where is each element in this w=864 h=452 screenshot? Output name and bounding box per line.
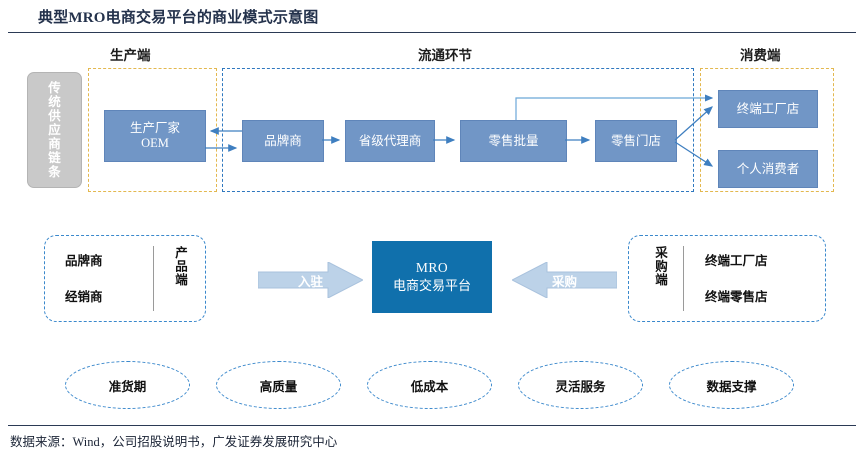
flow-box-wholesale-label: 零售批量 (488, 133, 539, 148)
benefit-ellipse-2[interactable]: 低成本 (367, 361, 492, 409)
flow-box-terminal-factory-store[interactable]: 终端工厂店 (718, 90, 818, 128)
mro-platform-box[interactable]: MRO 电商交易平台 (372, 241, 492, 313)
legacy-supply-chain-bar: 传 统 供 应 商 链 条 (27, 72, 82, 188)
demand-panel-divider (683, 246, 684, 311)
flow-box-brand-label: 品牌商 (264, 133, 302, 148)
footer-divider (8, 425, 856, 426)
legacy-char-6: 条 (48, 165, 61, 179)
flow-box-individual-consumer-label: 个人消费者 (736, 161, 800, 176)
flow-box-provincial-agent-label: 省级代理商 (358, 133, 422, 148)
benefit-label-1: 高质量 (259, 379, 298, 394)
supply-panel-item-dealer: 经销商 (65, 290, 103, 304)
arrow-purchase: 采购 (512, 262, 617, 298)
benefit-ellipse-0[interactable]: 准货期 (65, 361, 190, 409)
arrow-join: 入驻 (258, 262, 363, 298)
flow-box-brand[interactable]: 品牌商 (242, 120, 324, 162)
supply-panel-item-brand: 品牌商 (65, 254, 103, 268)
flow-box-individual-consumer[interactable]: 个人消费者 (718, 150, 818, 188)
flow-box-provincial-agent[interactable]: 省级代理商 (345, 120, 435, 162)
section-heading-production: 生产端 (110, 48, 151, 63)
supply-side-panel: 品牌商 经销商 产品端 (44, 235, 206, 322)
benefit-label-0: 准货期 (108, 379, 147, 394)
flow-box-terminal-factory-store-label: 终端工厂店 (736, 101, 800, 116)
demand-side-panel: 采购端 终端工厂店 终端零售店 (628, 235, 826, 322)
supply-panel-divider (153, 246, 154, 311)
mro-platform-line1: MRO (415, 259, 449, 275)
section-heading-consumption: 消费端 (740, 48, 781, 63)
benefit-ellipse-1[interactable]: 高质量 (216, 361, 341, 409)
flow-box-wholesale[interactable]: 零售批量 (460, 120, 567, 162)
benefit-label-2: 低成本 (410, 379, 449, 394)
legacy-char-5: 链 (48, 151, 61, 165)
supply-panel-side-label: 产品端 (173, 246, 187, 287)
flow-box-oem-line1: 生产厂家 (129, 121, 180, 135)
legacy-char-4: 商 (48, 137, 61, 151)
flow-box-retail-store[interactable]: 零售门店 (595, 120, 677, 162)
benefit-ellipse-3[interactable]: 灵活服务 (518, 361, 643, 409)
legacy-char-1: 统 (48, 95, 61, 109)
benefit-ellipse-4[interactable]: 数据支撑 (669, 361, 794, 409)
legacy-char-2: 供 (48, 109, 61, 123)
title-divider (8, 32, 856, 33)
demand-panel-item-factory-store: 终端工厂店 (705, 254, 768, 268)
demand-panel-side-label: 采购端 (653, 246, 667, 287)
source-note: 数据来源：Wind，公司招股说明书，广发证券发展研究中心 (10, 435, 338, 449)
legacy-char-3: 应 (48, 123, 61, 137)
flow-box-oem[interactable]: 生产厂家 OEM (104, 110, 206, 162)
legacy-char-0: 传 (48, 81, 61, 95)
benefit-label-4: 数据支撑 (706, 379, 757, 394)
section-heading-distribution: 流通环节 (418, 48, 472, 63)
flow-box-oem-line2: OEM (141, 136, 169, 150)
demand-panel-item-retail-store: 终端零售店 (705, 290, 768, 304)
page-title: 典型MRO电商交易平台的商业模式示意图 (38, 10, 319, 26)
mro-platform-line2: 电商交易平台 (392, 278, 471, 294)
title-bar: 典型MRO电商交易平台的商业模式示意图 (0, 6, 864, 33)
benefit-label-3: 灵活服务 (555, 379, 606, 394)
flow-box-retail-store-label: 零售门店 (610, 133, 661, 148)
